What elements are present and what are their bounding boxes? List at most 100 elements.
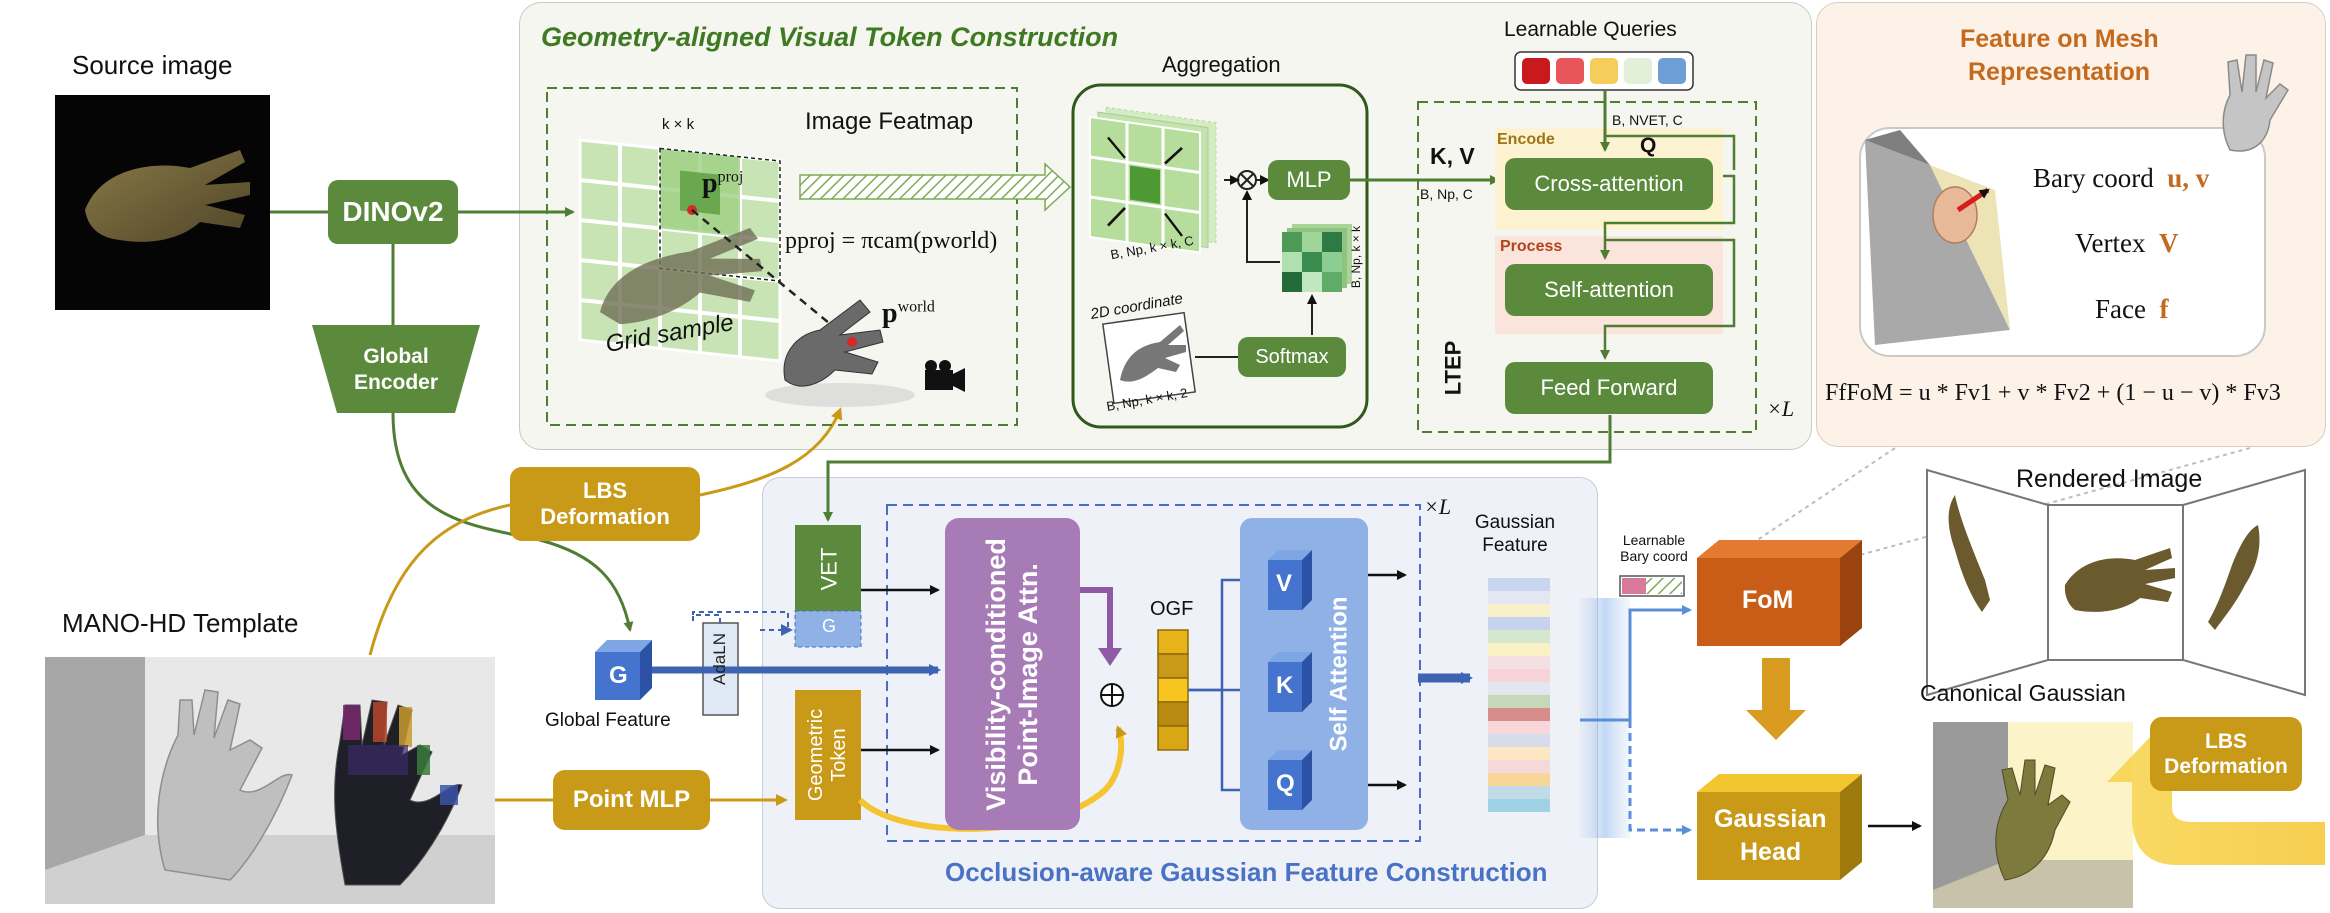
ltep-label: LTEP	[1440, 340, 1466, 396]
gaussian-feature-cell	[1488, 786, 1550, 799]
gaussian-feature-stack	[1488, 578, 1550, 812]
mlp-button[interactable]: MLP	[1268, 160, 1350, 200]
dinov2-button[interactable]: DINOv2	[328, 180, 458, 244]
arrow-lbs-mesh	[699, 407, 843, 497]
mlp-label: MLP	[1286, 167, 1332, 192]
ltep-times-l: ×L	[1767, 396, 1795, 421]
gaussian-head-line2: Head	[1740, 838, 1802, 866]
gaussian-feature-cell	[1488, 682, 1550, 695]
gaussian-feature-cell	[1488, 721, 1550, 734]
feed-forward-button[interactable]: Feed Forward	[1505, 362, 1713, 414]
ogfc-title: Occlusion-aware Gaussian Feature Constru…	[945, 857, 1548, 887]
global-feature-g: G	[609, 662, 628, 689]
self-attention-ltep-label: Self-attention	[1544, 277, 1674, 302]
geometric-token-label: Geometric Token	[805, 708, 850, 802]
point-mlp-button[interactable]: Point MLP	[553, 770, 710, 830]
source-image-label: Source image	[72, 50, 233, 80]
rendered-image-label: Rendered Image	[2016, 465, 2203, 493]
mano-template-label: MANO-HD Template	[62, 608, 299, 638]
self-attention-label-box[interactable]: Self Attention	[1312, 518, 1368, 830]
bary-coord-label: Bary coord u, v	[2033, 163, 2210, 193]
global-encoder-label-box[interactable]: Global Encoder	[318, 335, 474, 405]
lbs-deformation-right-button[interactable]: LBS Deformation	[2150, 717, 2302, 791]
weight-heatmap	[1282, 224, 1352, 292]
lbs-deformation-button[interactable]: LBS Deformation	[510, 467, 700, 541]
fom-cube	[1697, 540, 1862, 646]
p-world-label: pworld	[882, 298, 935, 329]
gaussian-feature-cell	[1488, 591, 1550, 604]
aggregation-label: Aggregation	[1162, 52, 1281, 77]
vis-attn-label-box[interactable]: Visibility-conditioned Point-Image Attn.	[945, 518, 1080, 830]
fom-label: FoM	[1742, 586, 1794, 614]
gaussian-feature-cell	[1488, 630, 1550, 643]
adaln-label: AdaLN	[710, 633, 729, 685]
dinov2-label: DINOv2	[342, 196, 444, 227]
aggregation-box	[1071, 83, 1369, 429]
k-by-k-label: k × k	[662, 116, 695, 133]
process-label: Process	[1500, 238, 1563, 255]
kv-dims-label: B, Np, C	[1420, 186, 1473, 202]
cross-attention-label: Cross-attention	[1534, 171, 1684, 196]
query-chip	[1658, 58, 1686, 84]
vis-attn-line1: Visibility-conditioned	[981, 537, 1012, 811]
ltep-dashed-box	[1417, 101, 1757, 433]
self-attention-label: Self Attention	[1326, 596, 1354, 752]
gaussian-head-cube	[1697, 774, 1862, 880]
encode-label: Encode	[1497, 131, 1555, 148]
ogfc-times-l: ×L	[1424, 494, 1452, 519]
gaussian-feature-cell	[1488, 747, 1550, 760]
fom-formula: FfFoM = u * Fv1 + v * Fv2 + (1 − u − v) …	[1825, 380, 2281, 406]
gaussian-feature-cell	[1488, 773, 1550, 786]
softmax-button[interactable]: Softmax	[1238, 337, 1346, 377]
gaussian-feature-cell	[1488, 643, 1550, 656]
canonical-gaussian-label: Canonical Gaussian	[1920, 680, 2126, 706]
arrow-ff-vet	[823, 415, 1612, 522]
lbs-deformation-label: LBS Deformation	[540, 477, 670, 529]
global-feature-label: Global Feature	[545, 710, 671, 731]
kv-label: K, V	[1430, 143, 1475, 169]
vertex-label: Vertex V	[2075, 228, 2179, 258]
vis-attn-line2: Point-Image Attn.	[1013, 562, 1044, 786]
gaussian-feature-cell	[1488, 734, 1550, 747]
gaussian-feature-cell	[1488, 656, 1550, 669]
query-dims-label: B, NVET, C	[1612, 112, 1683, 128]
query-chip	[1590, 58, 1618, 84]
point-mlp-label: Point MLP	[572, 786, 691, 813]
rendered-images	[1926, 468, 2306, 697]
featmap-dashed-box	[546, 87, 1018, 426]
v-label: V	[1276, 570, 1293, 597]
geometric-token-block	[795, 690, 861, 820]
gaussian-head-line1: Gaussian	[1714, 805, 1827, 833]
mano-white-hand	[156, 689, 293, 881]
cross-attention-button[interactable]: Cross-attention	[1505, 158, 1713, 210]
projection-formula: pproj = πcam(pworld)	[785, 228, 998, 254]
gaussian-feature-cell	[1488, 604, 1550, 617]
global-encoder-label: Global Encoder	[353, 344, 439, 394]
hand-mesh-3d	[783, 299, 884, 387]
self-attention-ltep-button[interactable]: Self-attention	[1505, 264, 1713, 316]
fom-title-1: Feature on Mesh	[1960, 25, 2159, 53]
global-feature-cube	[595, 640, 652, 700]
learnable-queries-label: Learnable Queries	[1504, 18, 1677, 41]
camera-icon	[925, 360, 965, 392]
feed-forward-label: Feed Forward	[1540, 375, 1678, 400]
gaussian-feature-cell	[1488, 695, 1550, 708]
aggregation-grid	[1089, 106, 1217, 254]
geometric-token-label-box: Geometric Token	[795, 690, 861, 820]
featmap-to-aggregation-arrow	[799, 162, 1072, 212]
vet-label: VET	[816, 547, 842, 591]
dim-weight-label: B, Np, k × k	[1349, 225, 1364, 289]
k-label: K	[1276, 672, 1294, 699]
ogf-label: OGF	[1150, 598, 1194, 620]
gaussian-feature-cell	[1488, 799, 1550, 812]
query-chip	[1556, 58, 1584, 84]
vis-attn-box	[945, 518, 1080, 830]
ogf-stack	[1157, 629, 1189, 751]
vet-g-label: G	[822, 616, 837, 636]
gaussian-feature-cell	[1488, 669, 1550, 682]
p-proj-label: pproj	[702, 168, 744, 199]
softmax-label: Softmax	[1255, 345, 1329, 368]
vet-block	[795, 525, 861, 611]
feature-grid	[578, 138, 782, 363]
